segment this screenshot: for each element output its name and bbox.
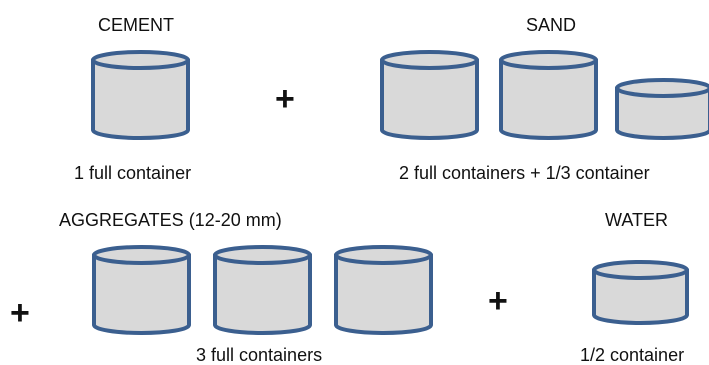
cement-container-icon bbox=[91, 50, 190, 140]
plus-sign-cement-sand: + bbox=[275, 80, 295, 118]
sand-caption: 2 full containers + 1/3 container bbox=[399, 163, 650, 183]
sand-title: SAND bbox=[526, 15, 577, 35]
aggregates-container-1-icon bbox=[92, 245, 191, 335]
plus-sign-before-aggregates: + bbox=[10, 294, 30, 332]
cement-caption: 1 full container bbox=[74, 163, 192, 183]
water-caption: 1/2 container bbox=[580, 345, 685, 365]
aggregates-container-3-icon bbox=[334, 245, 433, 335]
plus-sign-aggregates-water: + bbox=[488, 282, 508, 320]
water-container-half-icon bbox=[592, 260, 689, 325]
sand-container-1-icon bbox=[380, 50, 479, 140]
cement-title: CEMENT bbox=[98, 15, 174, 35]
sand-container-2-icon bbox=[499, 50, 598, 140]
water-title: WATER bbox=[605, 210, 668, 230]
aggregates-title: AGGREGATES (12-20 mm) bbox=[59, 210, 282, 230]
aggregates-container-2-icon bbox=[213, 245, 312, 335]
sand-container-third-icon bbox=[615, 78, 709, 140]
aggregates-caption: 3 full containers bbox=[196, 345, 323, 365]
